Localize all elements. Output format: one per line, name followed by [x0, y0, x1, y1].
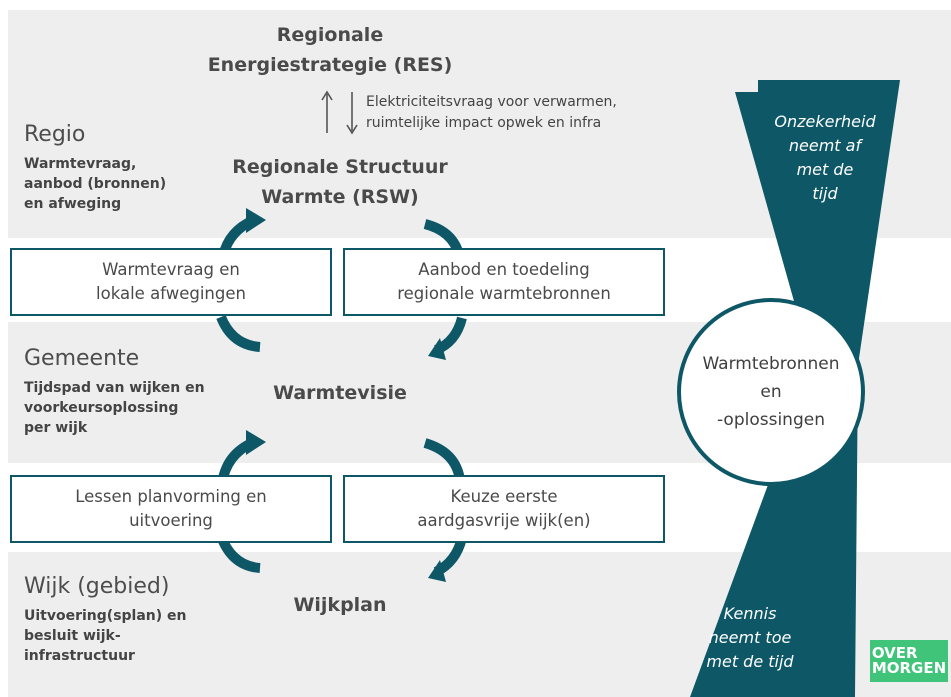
level-name-gemeente: Gemeente [24, 346, 140, 371]
level-name-wijk: Wijk (gebied) [24, 574, 170, 599]
level-name-regio: Regio [24, 122, 86, 147]
arrowhead-upper-right-2 [428, 338, 446, 360]
box-keuze: Keuze eerste aardgasvrije wijk(en) [343, 475, 665, 543]
res-arrow-note: Elektriciteitsvraag voor verwarmen, ruim… [366, 94, 617, 131]
level-desc-wijk: Uitvoering(splan) en besluit wijk- infra… [24, 608, 187, 664]
circle-text: Warmtebronnen en -oplossingen [702, 354, 840, 430]
level-desc-gemeente: Tijdspad van wijken en voorkeursoplossin… [24, 380, 205, 436]
arrowhead-upper-left [246, 208, 266, 233]
box-warmtevraag: Warmtevraag en lokale afwegingen [10, 248, 332, 316]
res-title: Regionale Energiestrategie (RES) [207, 24, 453, 76]
level-desc-regio: Warmtevraag, aanbod (bronnen) en afwegin… [24, 156, 167, 212]
arrowhead-lower-left [246, 430, 266, 455]
arrow-upper-left-bottom [216, 314, 261, 352]
product-wijkplan: Wijkplan [293, 594, 387, 616]
warmtebronnen-circle [677, 298, 865, 486]
box-lessen: Lessen planvorming en uitvoering [10, 475, 332, 543]
uncertainty-funnel [735, 80, 900, 365]
res-rsw-arrows [321, 90, 358, 135]
funnel-top-text: Onzekerheid neemt af met de tijd [774, 112, 876, 203]
funnel-bottom-text: Kennis neemt toe met de tijd [706, 604, 794, 671]
product-rsw: Regionale Structuur Warmte (RSW) [232, 156, 448, 208]
overmorgen-logo: OVER MORGEN [870, 640, 948, 682]
box-aanbod: Aanbod en toedeling regionale warmtebron… [343, 248, 665, 316]
product-warmtevisie: Warmtevisie [273, 382, 407, 404]
arrowhead-lower-right-2 [428, 560, 446, 582]
